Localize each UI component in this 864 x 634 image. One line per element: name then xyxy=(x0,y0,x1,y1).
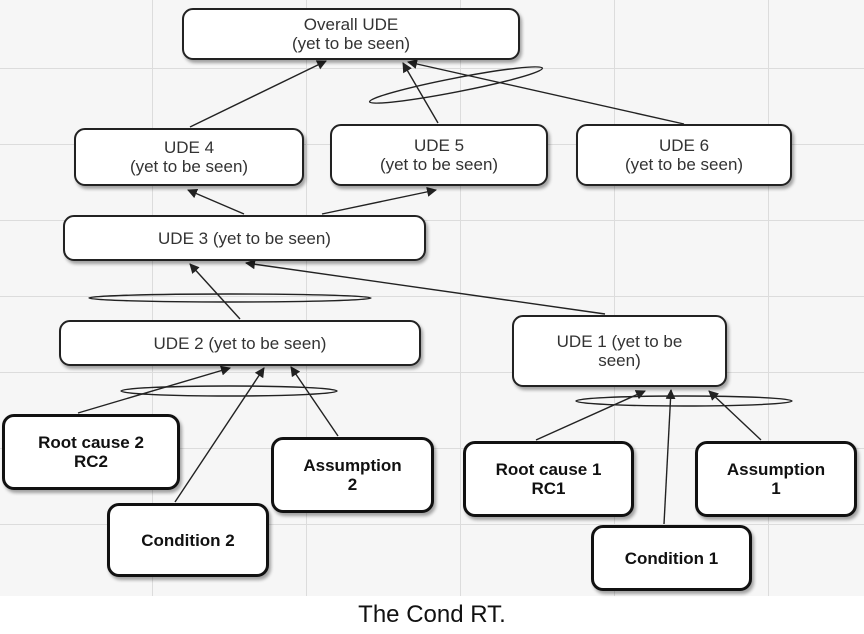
node-root-cause-1-label: Root cause 1 RC1 xyxy=(495,460,602,498)
node-assumption-2-label: Assumption 2 xyxy=(303,456,402,494)
node-overall-ude-label: Overall UDE (yet to be seen) xyxy=(291,15,411,53)
and-connector-overall xyxy=(368,66,544,104)
node-condition-2-label: Condition 2 xyxy=(141,530,235,550)
arrow-assumption2-to-ude2 xyxy=(290,366,339,437)
node-ude-6-label: UDE 6 (yet to be seen) xyxy=(624,136,744,174)
node-ude-3-label: UDE 3 (yet to be seen) xyxy=(158,228,331,248)
node-ude-2-label: UDE 2 (yet to be seen) xyxy=(153,333,327,353)
and-connector-ude1 xyxy=(575,395,793,407)
connector-layer xyxy=(77,59,793,525)
node-ude-4-label: UDE 4 (yet to be seen) xyxy=(129,138,249,176)
arrow-ude6-to-overall xyxy=(407,59,685,125)
node-ude-1[interactable]: UDE 1 (yet to be seen) xyxy=(512,315,727,387)
arrow-ude2-to-ude3 xyxy=(189,263,241,320)
node-overall-ude[interactable]: Overall UDE (yet to be seen) xyxy=(182,8,520,60)
node-root-cause-2-label: Root cause 2 RC2 xyxy=(38,433,144,471)
node-ude-3[interactable]: UDE 3 (yet to be seen) xyxy=(63,215,426,261)
node-assumption-1[interactable]: Assumption 1 xyxy=(695,441,857,517)
arrow-condition2-to-ude2 xyxy=(174,367,265,503)
and-connector-ude3 xyxy=(88,293,372,303)
arrow-ude5-to-overall xyxy=(402,62,439,124)
arrow-rc2-to-ude2 xyxy=(77,365,231,414)
node-ude-4[interactable]: UDE 4 (yet to be seen) xyxy=(74,128,304,186)
node-assumption-2[interactable]: Assumption 2 xyxy=(271,437,434,513)
node-assumption-1-label: Assumption 1 xyxy=(726,460,826,498)
node-condition-1[interactable]: Condition 1 xyxy=(591,525,752,591)
node-ude-5[interactable]: UDE 5 (yet to be seen) xyxy=(330,124,548,186)
node-root-cause-2[interactable]: Root cause 2 RC2 xyxy=(2,414,180,490)
node-condition-2[interactable]: Condition 2 xyxy=(107,503,269,577)
arrow-rc1-to-ude1 xyxy=(535,390,646,441)
arrow-condition1-to-ude1 xyxy=(663,389,676,525)
node-ude-1-label: UDE 1 (yet to be seen) xyxy=(556,332,683,370)
arrow-ude4-to-overall xyxy=(189,60,327,128)
and-connector-ude2 xyxy=(120,385,338,397)
node-root-cause-1[interactable]: Root cause 1 RC1 xyxy=(463,441,634,517)
node-ude-6[interactable]: UDE 6 (yet to be seen) xyxy=(576,124,792,186)
arrow-ude3-to-ude5 xyxy=(321,186,437,215)
node-condition-1-label: Condition 1 xyxy=(624,548,719,568)
node-ude-2[interactable]: UDE 2 (yet to be seen) xyxy=(59,320,421,366)
arrow-assumption1-to-ude1 xyxy=(708,390,762,441)
arrow-ude1-to-ude3 xyxy=(245,259,606,315)
arrow-ude3-to-ude4 xyxy=(187,188,245,215)
figure-caption: The Cond RT. xyxy=(358,601,506,628)
node-ude-5-label: UDE 5 (yet to be seen) xyxy=(379,136,499,174)
diagram-canvas: Overall UDE (yet to be seen) UDE 4 (yet … xyxy=(0,0,864,596)
